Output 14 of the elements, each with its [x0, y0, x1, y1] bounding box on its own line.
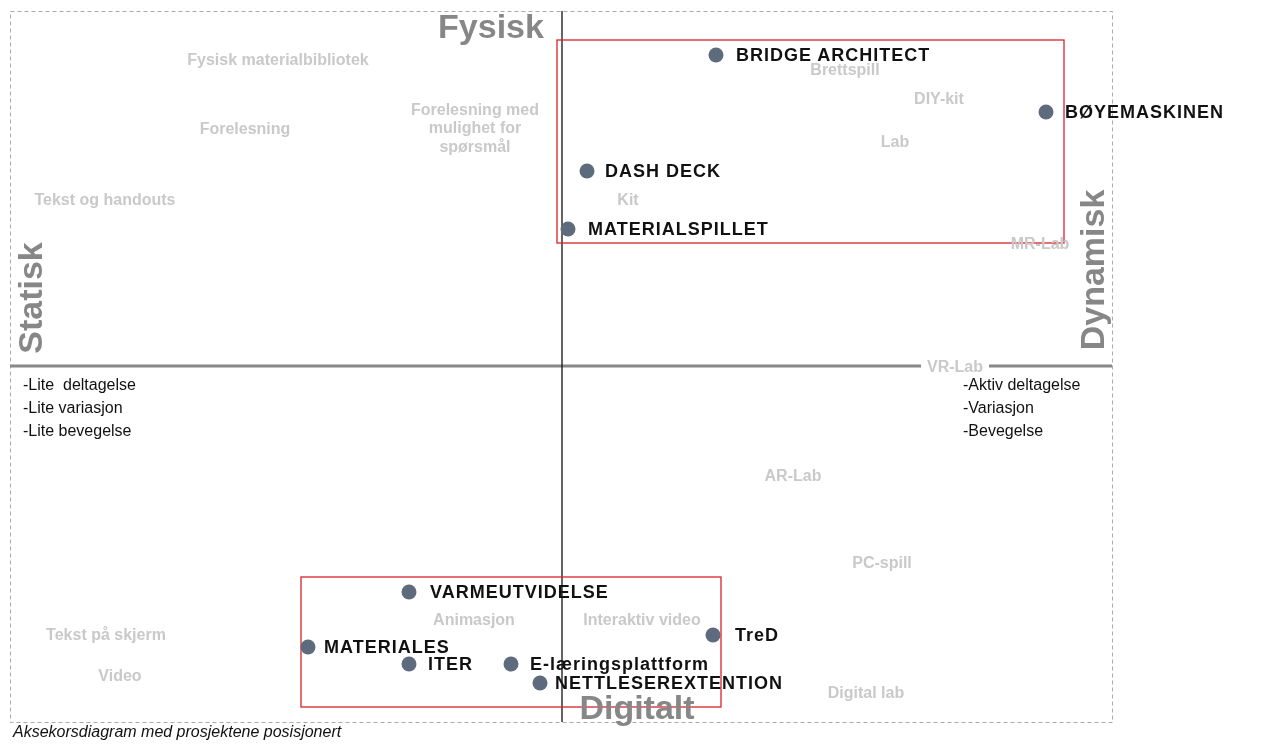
- axis-title: Dynamisk: [1073, 189, 1113, 351]
- project-label: DASH DECK: [605, 160, 721, 182]
- axis-title: Statisk: [11, 242, 51, 354]
- note-text: -Lite variasjon: [23, 398, 123, 418]
- note-text: -Lite deltagelse: [23, 375, 136, 395]
- axis-title: Fysisk: [438, 7, 544, 47]
- project-label: TreD: [735, 624, 780, 646]
- note-text: -Aktiv deltagelse: [963, 375, 1081, 395]
- note-text: -Variasjon: [963, 398, 1034, 418]
- note-text: -Bevegelse: [963, 421, 1044, 441]
- caption: Aksekorsdiagram med prosjektene posisjonert: [13, 723, 342, 742]
- project-label: BØYEMASKINEN: [1065, 101, 1224, 123]
- note-text: -Lite bevegelse: [23, 421, 132, 441]
- project-label: MATERIALSPILLET: [588, 218, 769, 240]
